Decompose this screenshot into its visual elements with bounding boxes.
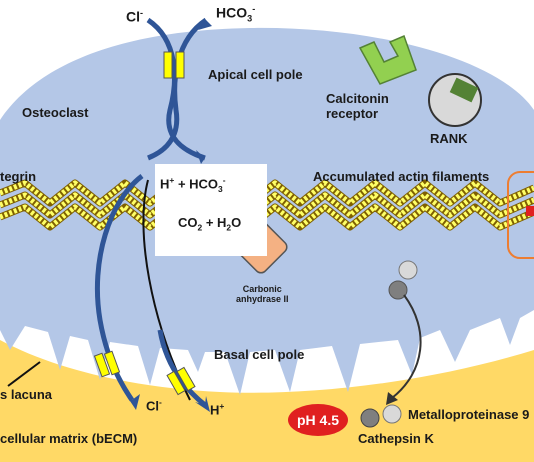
ion-box [155, 164, 267, 256]
apical-exchanger [146, 17, 212, 164]
matrix-label: cellular matrix (bECM) [0, 431, 138, 446]
lacuna-label: s lacuna [0, 387, 53, 402]
integrin-label: tegrin [0, 169, 37, 184]
h-hco3-label: H+ + HCO3- [160, 175, 226, 194]
sealing-zone-box [507, 171, 534, 259]
sealing-zone-marker [526, 206, 534, 216]
osteoclast-label: Osteoclast [22, 105, 89, 120]
metalloproteinase-label: Metalloproteinase 9 [408, 407, 530, 422]
cl-label-top: Cl- [126, 8, 144, 25]
vesicle-dark [388, 280, 408, 300]
rank-ligand-icon [449, 77, 479, 103]
ph-badge: pH 4.5 [288, 404, 348, 436]
bone-matrix [0, 340, 534, 462]
lacuna-pointer [7, 361, 41, 387]
vesicle-light [398, 260, 418, 280]
secretion-arrow-head [386, 392, 398, 405]
cl-label-bottom: Cl- [146, 397, 162, 414]
calcitonin-receptor-icon [358, 34, 417, 85]
hco3-label-top: HCO3- [216, 4, 256, 24]
calcitonin-receptor-label: Calcitonin receptor [326, 91, 389, 121]
cathepsin-icon [360, 408, 380, 428]
secretion-arrow [391, 294, 422, 399]
actin-filaments-label: Accumulated actin filaments [313, 169, 490, 184]
apical-channel-right [175, 51, 185, 79]
apical-channel-left [163, 51, 173, 79]
h-label-bottom: H+ [210, 401, 225, 418]
apical-pole-label: Apical cell pole [208, 67, 303, 82]
cathepsin-label: Cathepsin K [358, 431, 434, 446]
basal-channel-cl-1 [93, 352, 111, 378]
basal-pole-label: Basal cell pole [214, 347, 305, 362]
rank-label: RANK [430, 131, 468, 146]
co2-h2o-label: CO2 + H2O [178, 215, 242, 233]
carbonic-anhydrase-label: Carbonic anhydrase II [236, 284, 289, 305]
basal-channel-h-1 [166, 370, 186, 396]
basal-transporters [93, 174, 210, 412]
basal-channel-h-2 [176, 366, 196, 392]
basal-channel-cl-2 [103, 350, 121, 376]
metalloproteinase-icon [382, 404, 402, 424]
